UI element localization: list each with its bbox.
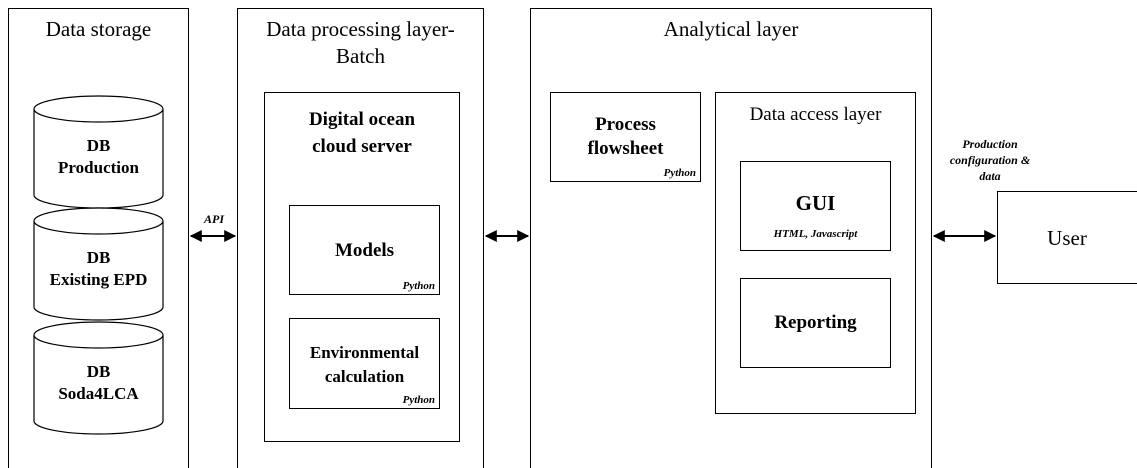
reporting-title: Reporting [774, 312, 857, 333]
gui-tag: HTML, Javascript [773, 228, 858, 240]
user-connection-label-line1: Production [962, 137, 1018, 151]
process-flowsheet-box: Process flowsheet Python [550, 92, 701, 182]
data-processing-title-line1: Data processing layer- [266, 17, 455, 41]
process-flowsheet-line2: flowsheet [587, 138, 664, 159]
models-python-tag: Python [402, 280, 435, 292]
models-title: Models [334, 240, 395, 261]
db-soda4lca-line1: DB [86, 362, 111, 381]
user-label: User [1047, 226, 1087, 250]
data-access-layer-box: Data access layer GUI HTML, Javascript R… [715, 92, 916, 414]
cloud-server-title-line2: cloud server [312, 136, 412, 157]
analytical-column: Analytical layer Process flowsheet Pytho… [530, 8, 932, 468]
cloud-server-title-line1: Digital ocean [308, 109, 416, 130]
process-flowsheet-python-tag: Python [663, 167, 696, 179]
reporting-box: Reporting [740, 278, 891, 368]
db-soda4lca-cylinder: DB Soda4LCA [33, 321, 164, 435]
cylinder-icon [33, 321, 164, 435]
db-production-line2: Production [58, 158, 139, 177]
environmental-calc-python-tag: Python [402, 394, 435, 406]
user-box: User [997, 191, 1137, 284]
data-storage-title: Data storage [45, 17, 152, 41]
process-flowsheet-line1: Process [595, 114, 656, 135]
environmental-calc-line2: calculation [324, 367, 405, 386]
cloud-server-box: Digital ocean cloud server Models Python… [264, 92, 460, 442]
db-existing-epd-cylinder: DB Existing EPD [33, 207, 164, 321]
data-processing-column: Data processing layer- Batch Digital oce… [237, 8, 484, 468]
db-production-cylinder: DB Production [33, 95, 164, 209]
user-connection-label-line2: configuration & [949, 153, 1031, 167]
data-processing-title-line2: Batch [336, 44, 385, 68]
db-soda4lca-line2: Soda4LCA [58, 384, 139, 403]
db-existing-epd-line1: DB [86, 248, 111, 267]
gui-title: GUI [795, 191, 836, 215]
db-production-line1: DB [86, 136, 111, 155]
models-box: Models Python [289, 205, 440, 295]
data-access-layer-title: Data access layer [749, 104, 882, 125]
gui-box: GUI HTML, Javascript [740, 161, 891, 251]
cylinder-icon [33, 207, 164, 321]
user-connection-label-line3: data [979, 169, 1001, 183]
analytical-title: Analytical layer [663, 17, 799, 41]
db-existing-epd-line2: Existing EPD [49, 270, 148, 289]
cylinder-icon [33, 95, 164, 209]
environmental-calc-box: Environmental calculation Python [289, 318, 440, 409]
api-label: API [203, 212, 224, 226]
environmental-calc-line1: Environmental [309, 343, 420, 362]
data-storage-column: Data storage DB Production DB Existing E… [8, 8, 189, 468]
